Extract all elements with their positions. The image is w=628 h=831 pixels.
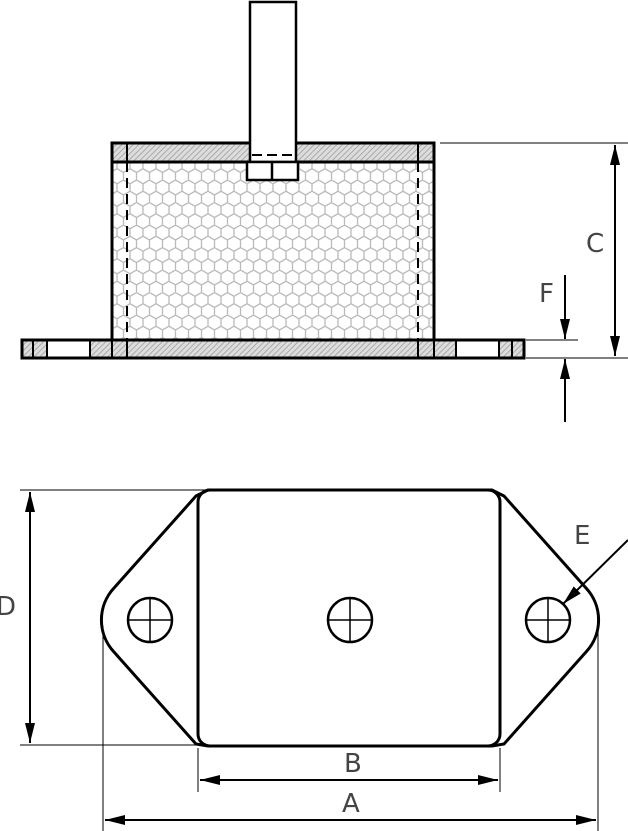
label-d: D [0,592,16,622]
label-c: C [586,229,604,259]
label-a: A [342,789,360,819]
body-rubber [110,160,436,342]
label-f: F [539,279,554,309]
dimension-e-leader [562,539,628,605]
top-view: D B A E [0,488,628,831]
label-e: E [574,521,590,551]
center-plate [196,488,502,748]
mount-hole [47,341,90,357]
base-plate [20,338,526,360]
stud [248,0,298,164]
label-b: B [344,749,362,779]
side-view: C F [20,0,628,422]
mount-hole [456,341,499,357]
